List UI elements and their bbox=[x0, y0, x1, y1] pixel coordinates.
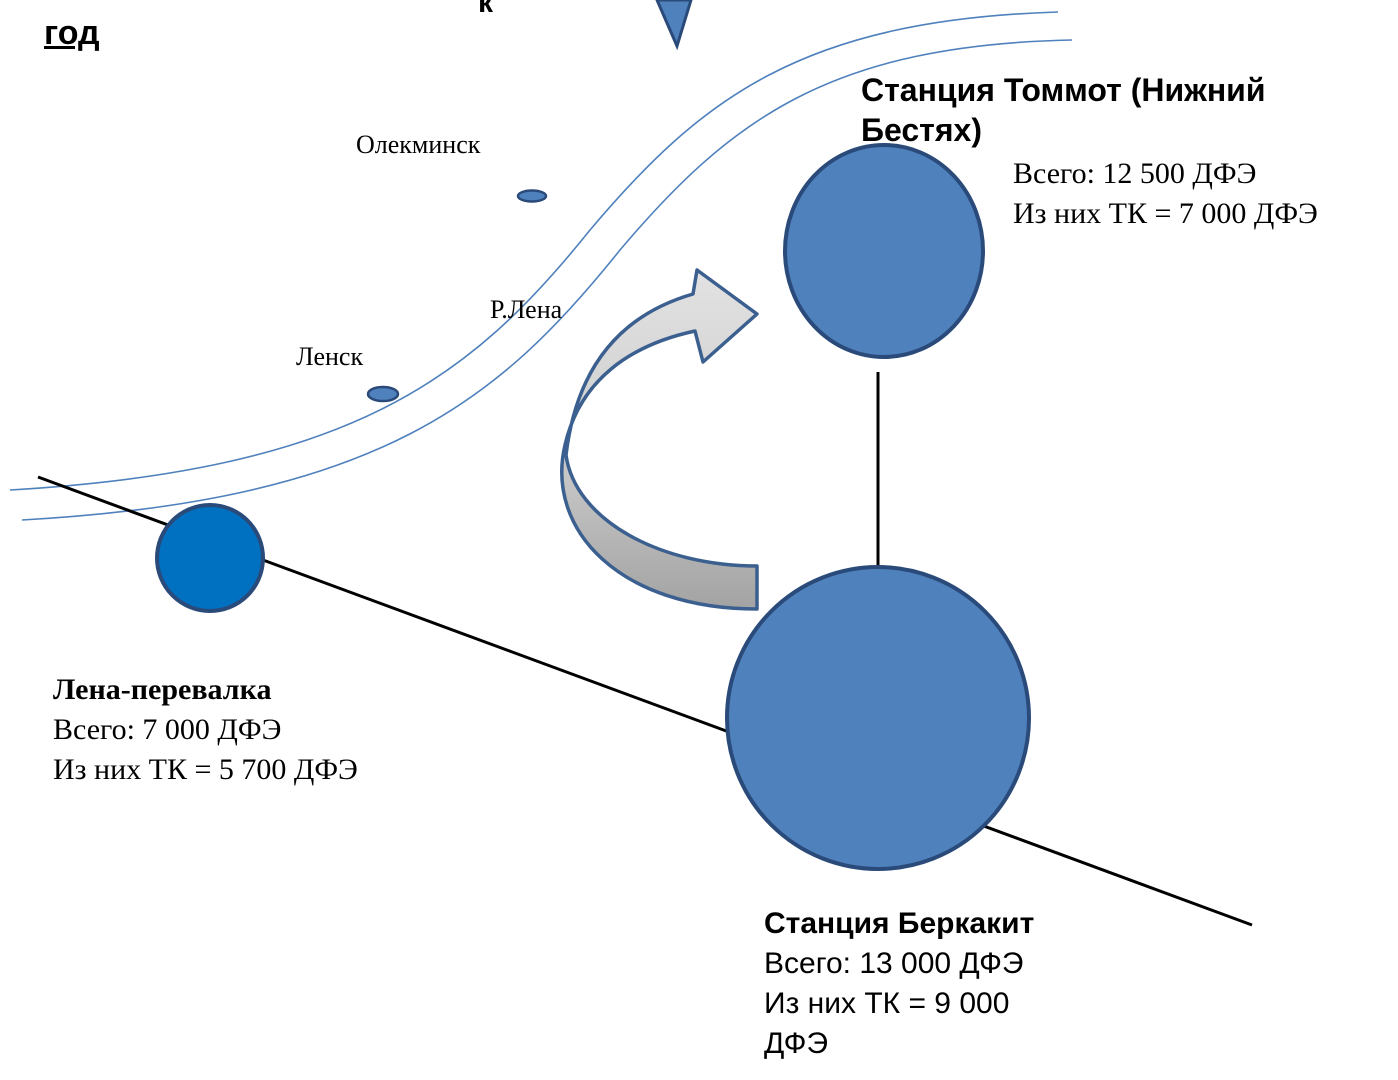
header-year-word: год bbox=[44, 14, 100, 52]
olekminsk-marker bbox=[516, 189, 548, 203]
river-bank-lower bbox=[21, 39, 1073, 521]
tommot-title: Станция Томмот (Нижний Бестях) bbox=[861, 72, 1266, 148]
lena-tk: Из них ТК = 5 700 ДФЭ bbox=[53, 753, 358, 786]
berkakit-tk: Из них ТК = 9 000 ДФЭ bbox=[764, 987, 1010, 1060]
compass-pointer-icon bbox=[655, 0, 693, 51]
tommot-tk: Из них ТК = 7 000 ДФЭ bbox=[1013, 197, 1318, 230]
lena-total: Всего: 7 000 ДФЭ bbox=[53, 713, 282, 746]
tommot-station-circle bbox=[783, 143, 985, 359]
berkakit-total: Всего: 13 000 ДФЭ bbox=[764, 947, 1024, 980]
lensk-marker bbox=[366, 385, 400, 403]
label-river-lena: Р.Лена bbox=[490, 295, 563, 324]
transfer-arrow bbox=[560, 268, 759, 611]
label-lensk: Ленск bbox=[296, 342, 364, 371]
label-olekminsk: Олекминск bbox=[356, 130, 481, 159]
lena-station-circle bbox=[155, 503, 265, 613]
tommot-info: Всего: 12 500 ДФЭ Из них ТК = 7 000 ДФЭ bbox=[1013, 154, 1318, 234]
berkakit-station-circle bbox=[725, 565, 1031, 871]
lena-info: Лена-перевалка Всего: 7 000 ДФЭ Из них Т… bbox=[53, 670, 358, 790]
header-fragment: к bbox=[478, 0, 494, 19]
tommot-total: Всего: 12 500 ДФЭ bbox=[1013, 157, 1257, 190]
berkakit-title: Станция Беркакит bbox=[764, 907, 1035, 940]
berkakit-info: Станция Беркакит Всего: 13 000 ДФЭ Из ни… bbox=[764, 904, 1060, 1064]
lena-title: Лена-перевалка bbox=[53, 673, 272, 706]
river-bank-upper bbox=[9, 11, 1059, 491]
